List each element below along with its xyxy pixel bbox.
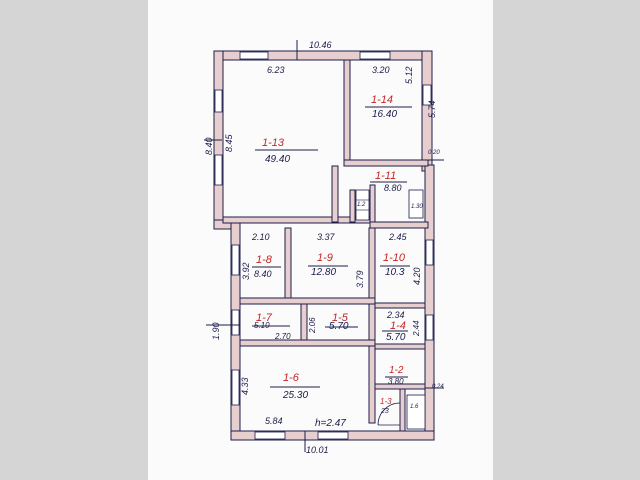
window: [231, 369, 240, 406]
room-dim-1-14-w: 3.20: [372, 65, 390, 75]
wall-row2-bottom: [239, 297, 376, 305]
room-id-1-2: 1-2: [389, 365, 404, 376]
room-area-1-4: 5.70: [386, 332, 406, 343]
room-area-1-12: 1.2: [357, 202, 366, 208]
wall-10-bottom: [374, 302, 426, 309]
room-dim-1-8-w: 2.10: [252, 232, 270, 242]
window: [425, 239, 434, 266]
dim-right-mid: 0.20: [428, 150, 440, 156]
room-dim-1-14-h: 5.12: [404, 66, 414, 84]
room-area-1-13: 49.40: [265, 154, 291, 165]
room-area-1-6: 25.30: [283, 390, 309, 401]
room-dim-1-9-w: 3.37: [317, 232, 335, 242]
room-area-1-3: 23: [381, 408, 389, 415]
window: [231, 309, 240, 336]
room-dim-1-7: 2.70: [275, 332, 291, 341]
dim-left-a: 8.40: [204, 137, 214, 155]
wall-row3-bottom: [239, 339, 376, 347]
dim-right-top: 5.74: [427, 100, 437, 118]
left-margin: [0, 0, 148, 480]
wall-9-10: [368, 227, 376, 424]
window: [359, 51, 391, 60]
room-area-1-8: 8.40: [254, 269, 272, 279]
room-area-1-11: 8.80: [384, 183, 402, 193]
room-area-1-9: 12.80: [311, 267, 337, 278]
room-id-1-8: 1-8: [256, 254, 272, 266]
window: [425, 314, 434, 341]
window: [214, 154, 223, 186]
right-margin: [493, 0, 640, 480]
dim-overall-bottom: 10.01: [306, 445, 329, 455]
room-dim-1-10-w: 2.45: [389, 232, 407, 242]
wall-4-bottom: [374, 343, 426, 350]
dim-overall-top: 10.46: [309, 40, 332, 50]
wall-7-5: [300, 303, 308, 345]
room-id-1-14: 1-14: [371, 94, 394, 106]
room-area-1-5: 5.70: [329, 321, 349, 332]
room-id-1-9: 1-9: [317, 252, 333, 264]
utility-box: [408, 189, 424, 219]
utility-box: [355, 189, 370, 221]
room-dim-1-5: 2.06: [308, 317, 317, 333]
wall-14-bottom: [343, 159, 429, 167]
window: [231, 244, 240, 276]
room-area-1-14: 16.40: [372, 109, 398, 120]
room-id-1-11: 1-11: [375, 170, 397, 182]
wall-core-right: [369, 184, 376, 226]
room-id-1-5: 1-5: [332, 312, 348, 324]
floor-plan-sheet: [148, 0, 493, 480]
room-dim-1-6-w: 5.84: [265, 416, 283, 426]
room-area-1-10: 10.3: [385, 267, 405, 278]
room-id-1-4: 1-4: [390, 320, 406, 332]
ceiling-height: h=2.47: [315, 418, 346, 429]
dim-right-bottom: 0.24: [432, 384, 444, 390]
room-id-1-3: 1-3: [380, 397, 392, 406]
room-id-1-10: 1-10: [383, 252, 406, 264]
wall-13-right: [331, 165, 339, 223]
wall-14-left: [343, 59, 351, 166]
wall-right-lower: [424, 164, 435, 441]
room-dim-1-4-w: 2.34: [387, 310, 405, 320]
room-area-1-1-core: 1.30: [411, 204, 423, 210]
utility-box: [406, 394, 426, 430]
room-area-1-2: 3.80: [388, 377, 404, 386]
window: [254, 431, 286, 440]
window: [239, 51, 269, 60]
dim-left-b: 8.45: [224, 134, 234, 152]
dim-left-mid: 1.90: [211, 322, 221, 340]
room-area-1-7: 5.10: [254, 321, 270, 330]
window: [214, 89, 223, 113]
room-dim-1-4-h: 2.44: [412, 320, 421, 336]
room-id-1-13: 1-13: [262, 137, 285, 149]
room-dim-1-8-h: 3.92: [241, 262, 251, 280]
room-dim-1-9-h: 3.79: [355, 270, 365, 288]
room-dim-1-10-h: 4.20: [412, 267, 422, 285]
room-area-1-1-small: 1.6: [410, 404, 419, 410]
wall-3-right: [399, 388, 406, 432]
door-swing: [377, 402, 401, 426]
wall-mid: [369, 221, 429, 229]
window: [317, 431, 349, 440]
room-id-1-7: 1-7: [256, 312, 272, 324]
window: [422, 84, 432, 106]
room-dim-1-6-h: 4.33: [240, 377, 250, 395]
wall-core-left: [349, 189, 356, 223]
room-dim-1-13: 6.23: [267, 65, 285, 75]
room-id-1-6: 1-6: [283, 372, 299, 384]
wall-8-9: [284, 227, 292, 299]
